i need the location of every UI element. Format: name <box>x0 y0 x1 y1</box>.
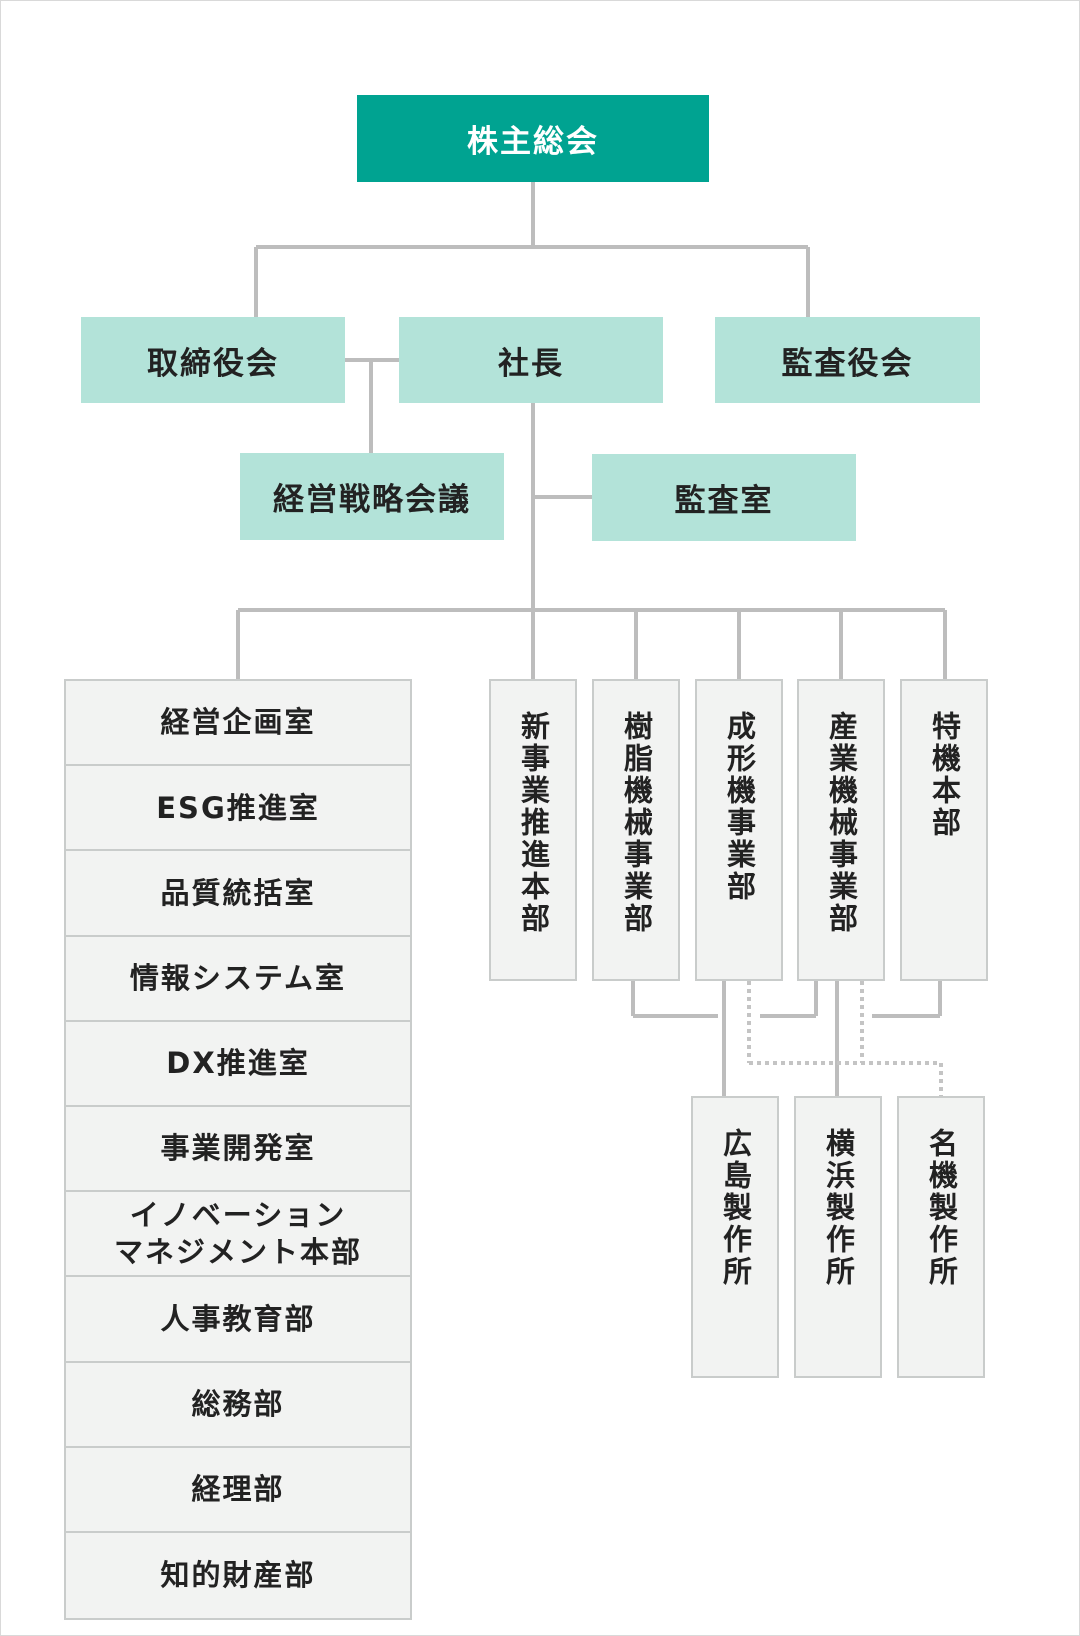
division-label: 産業機械事業部 <box>824 711 859 935</box>
corporate-unit-item: イノベーション マネジメント本部 <box>66 1192 410 1278</box>
corporate-unit-item: 品質統括室 <box>66 851 410 937</box>
division-label: 特機本部 <box>927 711 962 839</box>
corporate-unit-item: 経理部 <box>66 1448 410 1533</box>
audit-office-label: 監査室 <box>674 483 774 519</box>
shareholders-meeting-box: 株主総会 <box>357 95 709 182</box>
corporate-unit-item: 事業開発室 <box>66 1107 410 1193</box>
corporate-unit-item: 人事教育部 <box>66 1277 410 1363</box>
plant-label: 広島製作所 <box>718 1128 753 1288</box>
audit-board-label: 監査役会 <box>781 345 914 382</box>
plant-label: 名機製作所 <box>924 1128 959 1288</box>
division-box: 特機本部 <box>900 679 988 981</box>
plant-label: 横浜製作所 <box>821 1128 856 1288</box>
plant-box: 横浜製作所 <box>794 1096 882 1378</box>
plant-box: 名機製作所 <box>897 1096 985 1378</box>
plant-box: 広島製作所 <box>691 1096 779 1378</box>
corporate-unit-item: ESG推進室 <box>66 766 410 852</box>
shareholders-meeting-label: 株主総会 <box>467 124 599 160</box>
division-label: 樹脂機械事業部 <box>619 711 654 935</box>
division-box: 産業機械事業部 <box>797 679 885 981</box>
division-box: 樹脂機械事業部 <box>592 679 680 981</box>
division-box: 成形機事業部 <box>695 679 783 981</box>
corporate-unit-item: 知的財産部 <box>160 1558 316 1593</box>
division-label: 新事業推進本部 <box>516 711 551 935</box>
corporate-unit-item: DX推進室 <box>66 1022 410 1107</box>
strategy-council-box: 経営戦略会議 <box>240 453 504 540</box>
corporate-unit-item: 総務部 <box>66 1363 410 1448</box>
audit-office-box: 監査室 <box>592 454 856 541</box>
division-label: 成形機事業部 <box>722 711 757 903</box>
president-box: 社長 <box>399 317 663 403</box>
board-of-directors-label: 取締役会 <box>147 345 279 382</box>
president-label: 社長 <box>498 345 564 382</box>
audit-board-box: 監査役会 <box>715 317 980 403</box>
strategy-council-label: 経営戦略会議 <box>273 482 471 518</box>
board-of-directors-box: 取締役会 <box>81 317 345 403</box>
corporate-unit-item: 経営企画室 <box>66 681 410 767</box>
corporate-unit-item: 情報システム室 <box>66 937 410 1022</box>
division-box: 新事業推進本部 <box>489 679 577 981</box>
